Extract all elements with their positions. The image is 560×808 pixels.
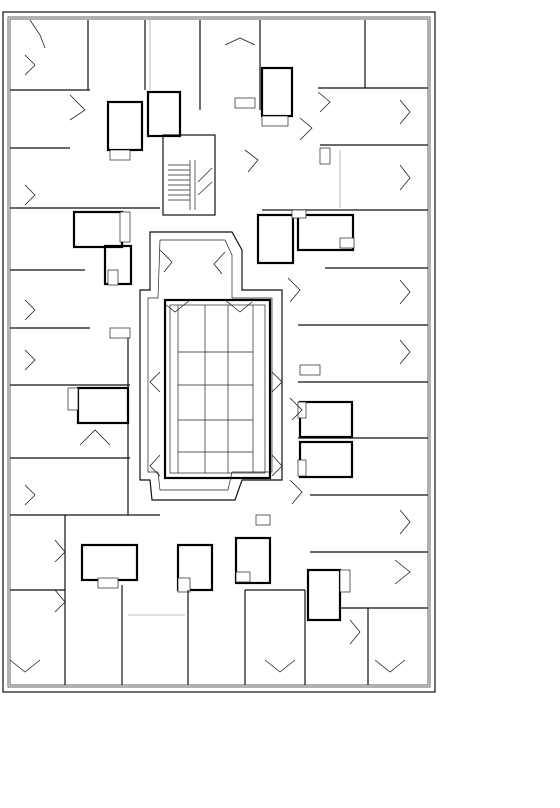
left-apartments xyxy=(9,19,214,685)
secondary-lines xyxy=(128,20,341,616)
building-envelope xyxy=(2,11,436,693)
central-core xyxy=(139,134,283,501)
right-apartments xyxy=(187,20,428,685)
stair xyxy=(168,160,213,210)
